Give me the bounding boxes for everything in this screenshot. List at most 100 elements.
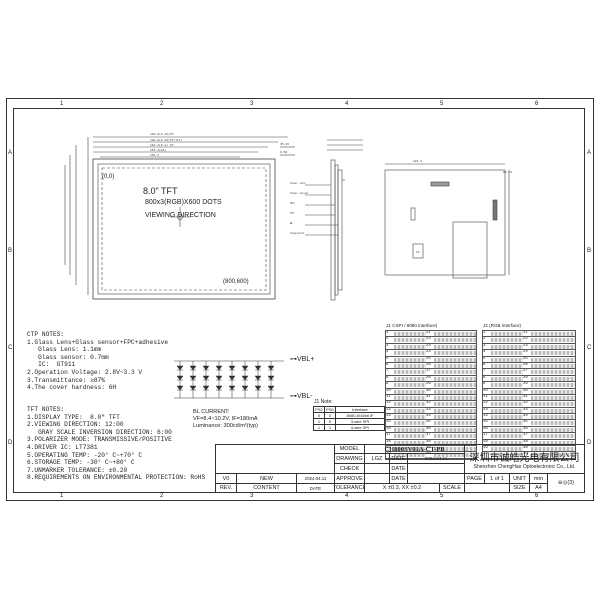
pin-number: 30 — [426, 388, 431, 393]
table-row: 0 0 8080-8/16bit IF — [314, 413, 384, 419]
scale-label: SCALE — [440, 484, 465, 493]
display-size: 8.0" TFT — [143, 186, 178, 196]
pin-number: 34 — [523, 414, 528, 419]
pin-signal — [531, 389, 575, 394]
table-row: 10 30 — [483, 389, 575, 395]
cell: 4-wire SPI — [350, 425, 370, 430]
pin-signal — [434, 401, 476, 407]
pin-signal — [394, 440, 426, 445]
pin-signal — [491, 408, 523, 413]
pin-signal — [491, 363, 523, 368]
check-date — [408, 464, 465, 474]
zone-col-3: 3 — [250, 101, 254, 107]
pin-signal — [434, 395, 476, 400]
approve-date — [408, 474, 465, 484]
pin-signal — [394, 369, 426, 375]
cell: 1 — [314, 419, 325, 424]
svg-text:Glass sensor: Glass sensor — [290, 191, 309, 195]
pin-number: 4 — [483, 350, 486, 355]
unit-label: UNIT — [510, 474, 530, 484]
pin-signal — [394, 420, 426, 426]
pin-signal — [434, 331, 476, 336]
pin-signal — [531, 452, 575, 458]
pin-signal — [394, 395, 426, 400]
pin-number: 25 — [426, 356, 431, 361]
pin-number: 27 — [426, 369, 431, 374]
viewing-direction-label: VIEWING DIRECTION — [145, 212, 216, 219]
pin-signal — [434, 369, 476, 375]
pin-number: 26 — [523, 362, 528, 367]
svg-text:151.2: 151.2 — [150, 154, 159, 157]
ctp-notes: CTP NOTES: 1.Glass Lens+Glass sensor+FPC… — [27, 331, 169, 392]
pin-signal — [434, 350, 476, 356]
pin-number: 10 — [483, 388, 488, 393]
unit-value: mm — [530, 474, 548, 484]
pin-number: 35 — [523, 420, 528, 425]
pin-number: 19 — [483, 446, 488, 451]
pin-number: 23 — [426, 343, 431, 348]
pin-signal — [491, 420, 523, 426]
vbl-minus-label: ⊶VBL- — [290, 393, 313, 400]
pin-signal — [394, 389, 426, 394]
svg-text:182.0(0.16)TP(TLT): 182.0(0.16)TP(TLT) — [150, 138, 183, 142]
pin-number: 13 — [483, 407, 488, 412]
pin-signal — [434, 344, 476, 349]
content-label: CONTENT — [237, 484, 297, 493]
pin-number: 37 — [426, 433, 431, 438]
cell: 0 — [325, 413, 336, 418]
zone-col-3-bottom: 3 — [250, 493, 254, 499]
zone-row-d: D — [8, 440, 13, 446]
pin-number: 13 — [386, 407, 391, 412]
bl-current-title: BL CURRENT: — [193, 409, 230, 415]
pin-number: 24 — [426, 350, 431, 355]
j1-pin-table-title: J1 CSPI / 8080 interface) — [386, 323, 438, 328]
table-row: 7 27 — [386, 369, 476, 376]
back-view-drawing: 181.2 93.72 IC — [384, 160, 512, 279]
pin-number: 35 — [426, 420, 431, 425]
pin-signal — [491, 350, 523, 356]
pin-number: 31 — [426, 394, 431, 399]
size-value: A4 — [530, 484, 548, 493]
pin-signal — [531, 369, 575, 375]
pin-number: 30 — [523, 388, 528, 393]
pin-signal — [531, 446, 575, 452]
pin-signal — [491, 414, 523, 420]
zone-col-2-bottom: 2 — [160, 493, 164, 499]
pin-number: 29 — [523, 382, 528, 387]
pin-number: 16 — [483, 426, 488, 431]
pin-number: 3 — [483, 343, 486, 348]
pin-number: 18 — [386, 439, 391, 444]
cell: 1 — [325, 425, 336, 430]
zone-col-1: 1 — [60, 101, 64, 107]
zone-row-d-right: D — [587, 440, 592, 446]
zone-row-b: B — [8, 248, 13, 254]
drawing-date-label: DATE — [390, 454, 408, 464]
pin-signal — [394, 382, 426, 388]
pin-signal — [531, 414, 575, 420]
zone-row-a-right: A — [587, 150, 592, 156]
display-resolution: 800x3(RGB)X600 DOTS — [145, 199, 222, 206]
pin-signal — [491, 382, 523, 388]
drawing-date: 2024.04.11 — [408, 454, 465, 464]
pin-number: 2 — [483, 337, 486, 342]
pin-number: 36 — [523, 426, 528, 431]
pin-number: 16 — [386, 426, 391, 431]
zone-col-5: 5 — [440, 101, 444, 107]
pin-number: 6 — [386, 362, 389, 367]
pin-number: 7 — [386, 369, 389, 374]
check-label: CHECK — [335, 464, 365, 474]
rev-content-value: NEW — [237, 474, 297, 484]
